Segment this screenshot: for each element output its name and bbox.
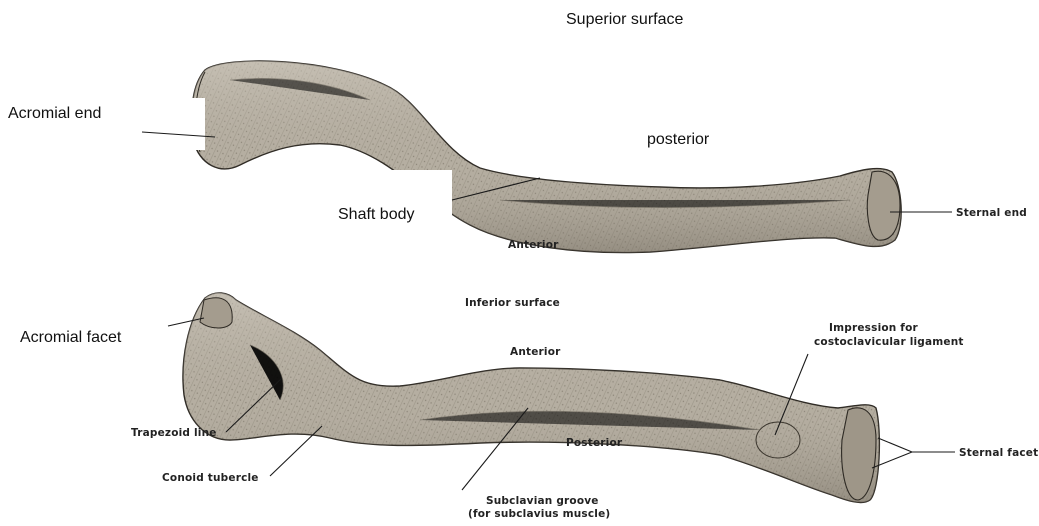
subclavian-groove-label: Subclavian groove	[486, 495, 599, 507]
sternal-facet-leader-1	[878, 438, 912, 452]
inferior-surface-title: Inferior surface	[465, 297, 560, 309]
anterior-label-top: Anterior	[508, 239, 559, 251]
impression-label-line1: Impression for	[829, 322, 918, 334]
posterior-label-top: posterior	[647, 131, 710, 148]
impression-label-2: costoclavicular ligament	[814, 336, 964, 348]
trapezoid-line-label: Trapezoid line	[131, 427, 217, 439]
subclavian-groove-label-2: (for subclavius muscle)	[468, 508, 610, 520]
acromial-end-label: Acromial end	[8, 105, 101, 122]
impression-label-line2: costoclavicular ligament	[814, 336, 964, 348]
clavicle-inferior-view	[183, 293, 879, 503]
conoid-tubercle-label: Conoid tubercle	[162, 472, 259, 484]
impression-label: Impression for	[829, 322, 918, 334]
anterior-label-bottom: Anterior	[510, 346, 561, 358]
acromial-facet-label: Acromial facet	[20, 329, 122, 346]
sternal-end-label: Sternal end	[956, 207, 1027, 219]
shaft-body-label: Shaft body	[338, 206, 415, 223]
posterior-label-bottom: Posterior	[566, 437, 623, 449]
superior-surface-title: Superior surface	[566, 11, 683, 28]
sternal-facet-label: Sternal facet	[959, 447, 1038, 459]
